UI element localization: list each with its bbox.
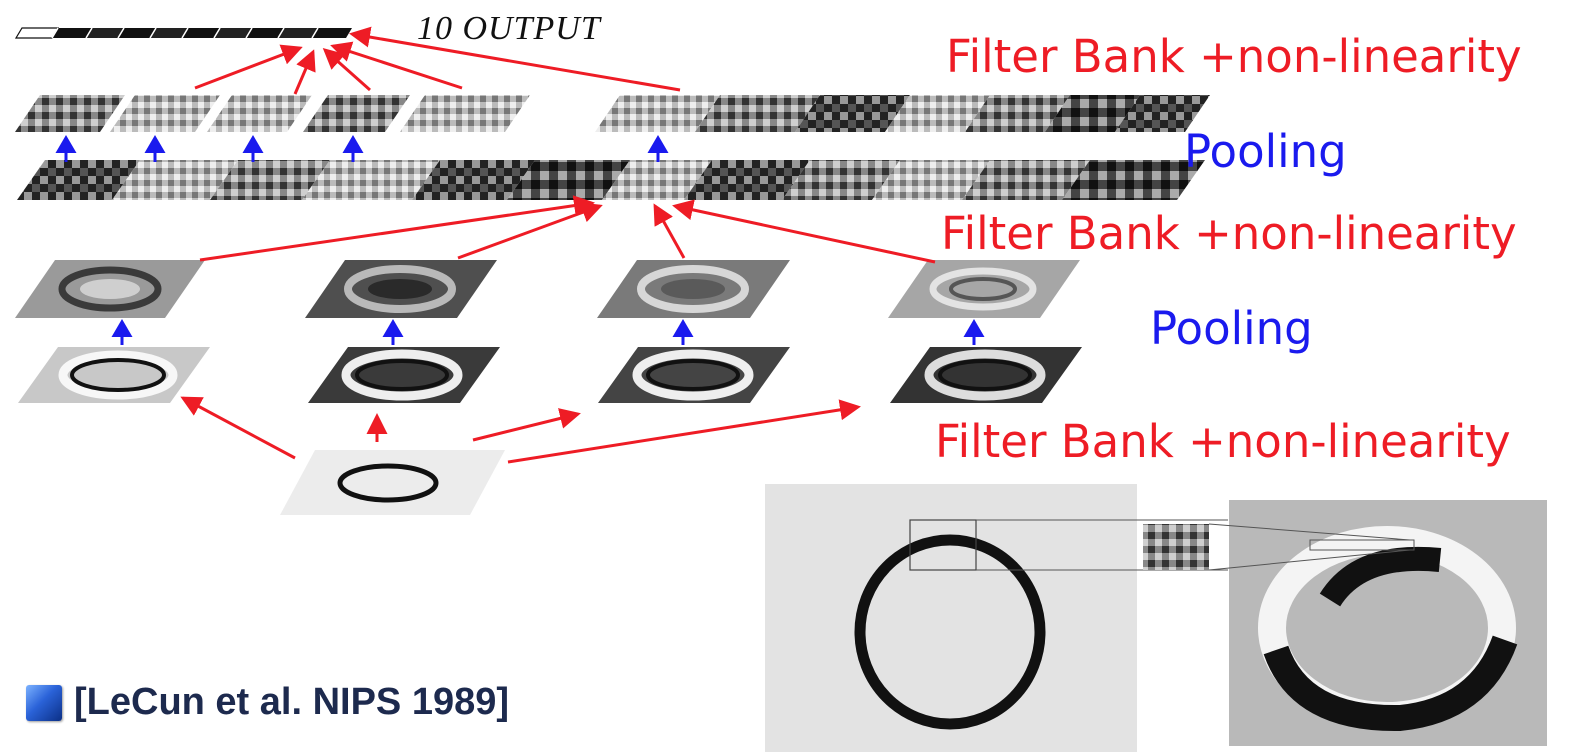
layer3-map-3 <box>210 160 330 200</box>
zoom-detail <box>765 484 1547 752</box>
layer3-map-9 <box>782 160 900 200</box>
filter-bank-label-top: Filter Bank +non-linearity <box>946 30 1522 83</box>
layer3-map-1 <box>17 160 140 200</box>
arrow-input-to-map1 <box>180 396 296 460</box>
layer1-to-layer2-arrows <box>111 319 985 345</box>
layer1-feature-maps <box>18 347 1082 403</box>
input-to-layer1-arrows <box>180 396 861 464</box>
pooling-label-top: Pooling <box>1184 125 1347 178</box>
layer3-map-8 <box>684 160 810 200</box>
output-unit-2 <box>86 28 124 38</box>
layer4-map-5 <box>400 95 530 132</box>
zoom-input-digit <box>854 534 1046 730</box>
layer2-map-4 <box>888 260 1080 318</box>
layer4-map-11 <box>1045 95 1140 132</box>
filter-bank-label-middle: Filter Bank +non-linearity <box>941 207 1517 260</box>
zoom-kernel <box>1143 524 1209 570</box>
layer1-map-1 <box>18 347 210 403</box>
zoom-receptive-field <box>909 519 977 571</box>
output-unit-1 <box>52 28 92 38</box>
layer2-to-layer3-arrows <box>199 195 936 264</box>
layer1-map-4 <box>890 347 1082 403</box>
zoom-input-panel <box>765 484 1137 752</box>
input-image <box>280 450 505 515</box>
layer4-map-10 <box>965 95 1070 132</box>
output-unit-9 <box>312 28 352 38</box>
layer3-map-5 <box>412 160 535 200</box>
layer4-map-8 <box>795 95 910 132</box>
layer3-to-layer4-arrows <box>55 135 669 162</box>
layer4-map-3 <box>207 95 312 132</box>
output-unit-8 <box>278 28 318 38</box>
output-unit-6 <box>214 28 252 38</box>
blue-square-bullet-icon <box>26 684 62 721</box>
layer3-map-10 <box>872 160 990 200</box>
layer3-map-11 <box>962 160 1090 200</box>
arrow-input-to-map4 <box>507 399 861 464</box>
citation-text: [LeCun et al. NIPS 1989] <box>74 681 510 723</box>
layer4-map-7 <box>695 95 820 132</box>
layer3-map-4 <box>302 160 440 200</box>
output-unit-4 <box>150 28 188 38</box>
layer1-map-2 <box>308 347 500 403</box>
layer4-map-1 <box>15 95 125 132</box>
layer3-map-6 <box>507 160 630 200</box>
layer3-map-12 <box>1062 160 1205 200</box>
layer4-to-output-arrows <box>194 26 681 95</box>
layer1-map-3 <box>598 347 790 403</box>
pooling-label-bottom: Pooling <box>1150 302 1313 355</box>
arrow-input-to-map3 <box>472 408 581 442</box>
citation: [LeCun et al. NIPS 1989] <box>26 681 509 724</box>
layer4-map-9 <box>885 95 990 132</box>
output-layer <box>14 27 352 39</box>
output-label: 10 OUTPUT <box>417 10 601 47</box>
layer4-map-6 <box>595 95 720 132</box>
layer4-map-12 <box>1115 95 1210 132</box>
layer2-map-2 <box>305 260 497 318</box>
layer4-map-2 <box>110 95 220 132</box>
output-unit-5 <box>182 28 220 38</box>
output-unit-0 <box>14 27 60 39</box>
output-unit-3 <box>118 28 156 38</box>
layer4-map-4 <box>303 95 410 132</box>
layer4-feature-maps <box>15 95 1210 132</box>
output-unit-7 <box>246 28 284 38</box>
layer3-map-2 <box>112 160 238 200</box>
layer2-feature-maps <box>15 260 1080 318</box>
filter-bank-label-bottom: Filter Bank +non-linearity <box>935 415 1511 468</box>
layer3-feature-maps <box>17 160 1205 200</box>
layer2-map-3 <box>597 260 790 318</box>
layer2-map-1 <box>15 260 205 318</box>
layer3-map-7 <box>602 160 712 200</box>
